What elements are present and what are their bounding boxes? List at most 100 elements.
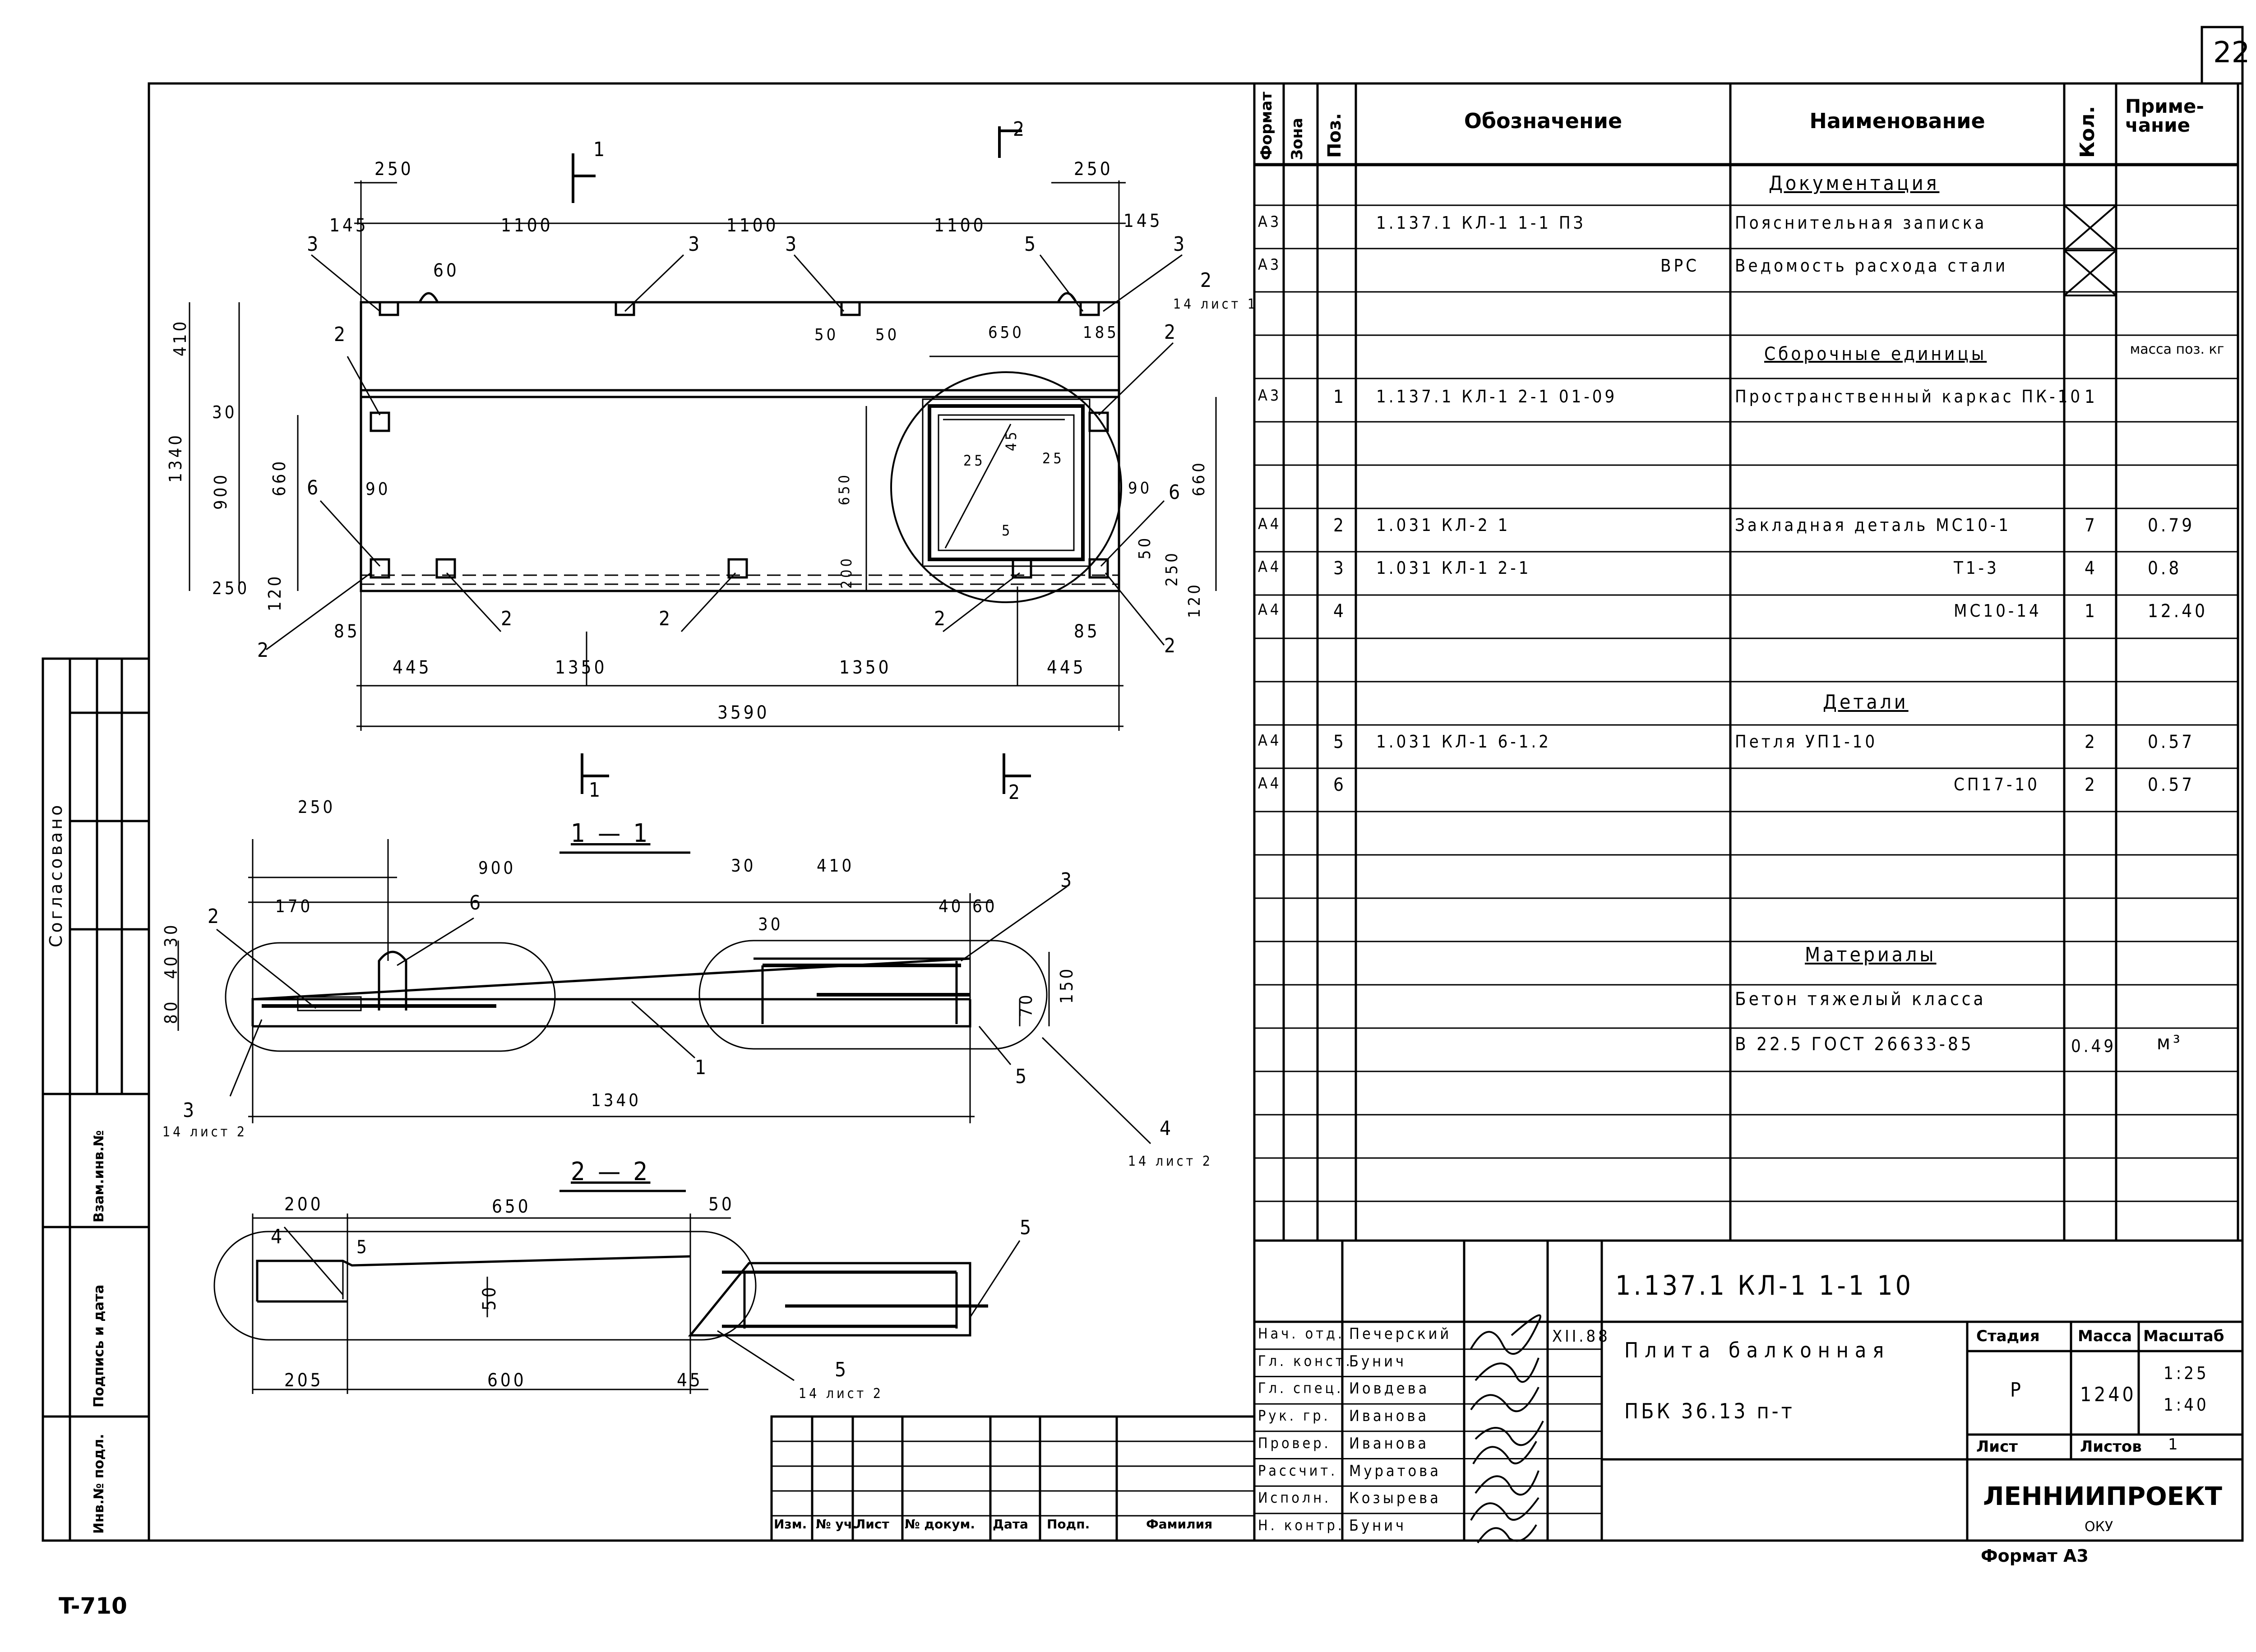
dimension-label: 600 <box>487 1370 527 1391</box>
format-label: Формат А3 <box>1981 1546 2089 1566</box>
sheet-reference: 14 лист 1 <box>1173 296 1258 312</box>
callout-number: 5 <box>835 1358 849 1381</box>
spec-name: Пространственный каркас ПК-10 <box>1735 387 2083 406</box>
callout-number: 1 <box>593 138 608 161</box>
revision-header: Изм. <box>774 1517 807 1532</box>
dimension-label: 30 <box>212 402 237 422</box>
mass-note: масса поз. кг <box>2130 341 2224 357</box>
callout-number: 5 <box>1015 1065 1030 1088</box>
callout-number: 3 <box>1060 869 1075 892</box>
spec-name: МС10-14 <box>1954 601 2042 621</box>
spec-note: 12.40 <box>2148 601 2208 622</box>
dimension-label: 30 <box>758 914 783 934</box>
signatory-name: Козырева <box>1349 1489 1441 1508</box>
dimension-label: 650 <box>988 323 1024 342</box>
spec-pos: 3 <box>1333 558 1346 579</box>
dimension-label: 650 <box>492 1196 531 1217</box>
callout-number: 3 <box>1173 233 1188 256</box>
dimension-label: 1100 <box>934 215 986 236</box>
dimension-label: 90 <box>1128 479 1152 498</box>
dimension-label: 250 <box>298 797 336 817</box>
spec-pos: 4 <box>1333 601 1346 622</box>
callout-number: 2 <box>208 905 222 928</box>
callout-number: 3 <box>688 233 703 256</box>
dimension-label: 90 <box>365 479 391 499</box>
dimension-label: 200 <box>838 556 855 589</box>
dimension-label: 250 <box>1074 159 1113 180</box>
dimension-label: 250 <box>374 159 414 180</box>
mass-value: 1240 <box>2080 1383 2136 1406</box>
dimension-label: 60 <box>972 896 998 916</box>
spec-designation: 1.137.1 КЛ-1 2-1 01-09 <box>1376 387 1618 406</box>
revision-header: № уч. <box>816 1517 857 1532</box>
callout-number: 2 <box>659 607 673 630</box>
signatory-name: Иванова <box>1349 1434 1429 1453</box>
dimension-label: 410 <box>170 318 190 356</box>
dimension-label: 40 <box>161 954 181 979</box>
sheet-number-box <box>2201 26 2244 85</box>
spec-designation: 1.031 КЛ-2 1 <box>1376 515 1511 535</box>
dimension-label: 900 <box>211 472 231 510</box>
cross-marks <box>2063 204 2117 296</box>
dimension-label: 250 <box>212 578 250 598</box>
dimension-label: 1340 <box>166 433 185 483</box>
section-2-2 <box>213 1190 988 1341</box>
spec-qty: 1 <box>2085 601 2098 622</box>
drawing-code-bottom: T-710 <box>59 1593 127 1619</box>
spec-note: 0.57 <box>2148 775 2195 795</box>
callout-number: 1 <box>695 1056 709 1079</box>
sheets-value: 1 <box>2168 1435 2178 1454</box>
dimension-label: 1340 <box>591 1090 641 1110</box>
signatory-role: Нач. отд. <box>1258 1325 1345 1342</box>
signatory-role: Н. контр. <box>1258 1516 1345 1534</box>
dimension-label: 3590 <box>717 702 770 723</box>
callout-number: 1 <box>589 779 603 802</box>
dimension-label: 170 <box>275 896 313 916</box>
signatory-role: Рассчит. <box>1258 1462 1338 1479</box>
sheet-reference: 14 лист 2 <box>162 1124 247 1140</box>
dimension-label: 145 <box>329 215 369 236</box>
section-22-title: 2 — 2 <box>571 1157 651 1186</box>
spec-format: А4 <box>1258 732 1282 750</box>
title-name-2: ПБК 36.13 п-т <box>1624 1399 1795 1423</box>
stage-value: Р <box>2010 1379 2024 1402</box>
sheets-label: Листов <box>2080 1438 2142 1456</box>
sheet-label: Лист <box>1976 1438 2018 1456</box>
signatory-role: Исполн. <box>1258 1489 1331 1507</box>
scale-1: 1:25 <box>2164 1363 2209 1383</box>
signatory-name: Бунич <box>1349 1352 1407 1371</box>
revision-header: Дата <box>993 1517 1028 1532</box>
header-name: Наименование <box>1809 109 1985 133</box>
dimension-label: 660 <box>269 458 289 496</box>
callout-number: 2 <box>1200 269 1215 292</box>
dimension-label: 150 <box>1057 966 1077 1004</box>
callout-number: 2 <box>334 323 348 346</box>
section-11-title: 1 — 1 <box>571 819 651 848</box>
dimension-label: 1100 <box>501 215 553 236</box>
callout-number: 2 <box>501 607 515 630</box>
section-materials: Материалы <box>1805 943 1937 966</box>
callout-number: 2 <box>257 639 272 662</box>
spec-qty: 7 <box>2085 515 2098 536</box>
dimension-label: 25 <box>963 452 985 469</box>
material-qty: 0.49 <box>2071 1036 2117 1056</box>
callout-number: 6 <box>307 476 321 499</box>
dimension-label: 250 <box>1163 550 1181 586</box>
dimension-label: 30 <box>161 922 181 948</box>
scale-label: Масштаб <box>2143 1327 2224 1345</box>
spec-name: Петля УП1-10 <box>1735 732 1878 752</box>
spec-format: А3 <box>1258 387 1282 405</box>
dimension-label: 1350 <box>839 657 892 678</box>
callout-number: 5 <box>1024 233 1039 256</box>
callout-number: 3 <box>307 233 321 256</box>
dimension-label: 80 <box>161 999 181 1024</box>
revision-header: № докум. <box>905 1517 975 1532</box>
spec-format: А4 <box>1258 601 1282 619</box>
spec-designation: 1.031 КЛ-1 6-1.2 <box>1376 732 1552 752</box>
callout-number: 2 <box>1164 321 1179 344</box>
dimension-label: 445 <box>1047 657 1086 678</box>
spec-name: Т1-3 <box>1954 558 1999 578</box>
spec-name: СП17-10 <box>1954 775 2040 794</box>
dimension-label: 50 <box>708 1194 735 1215</box>
